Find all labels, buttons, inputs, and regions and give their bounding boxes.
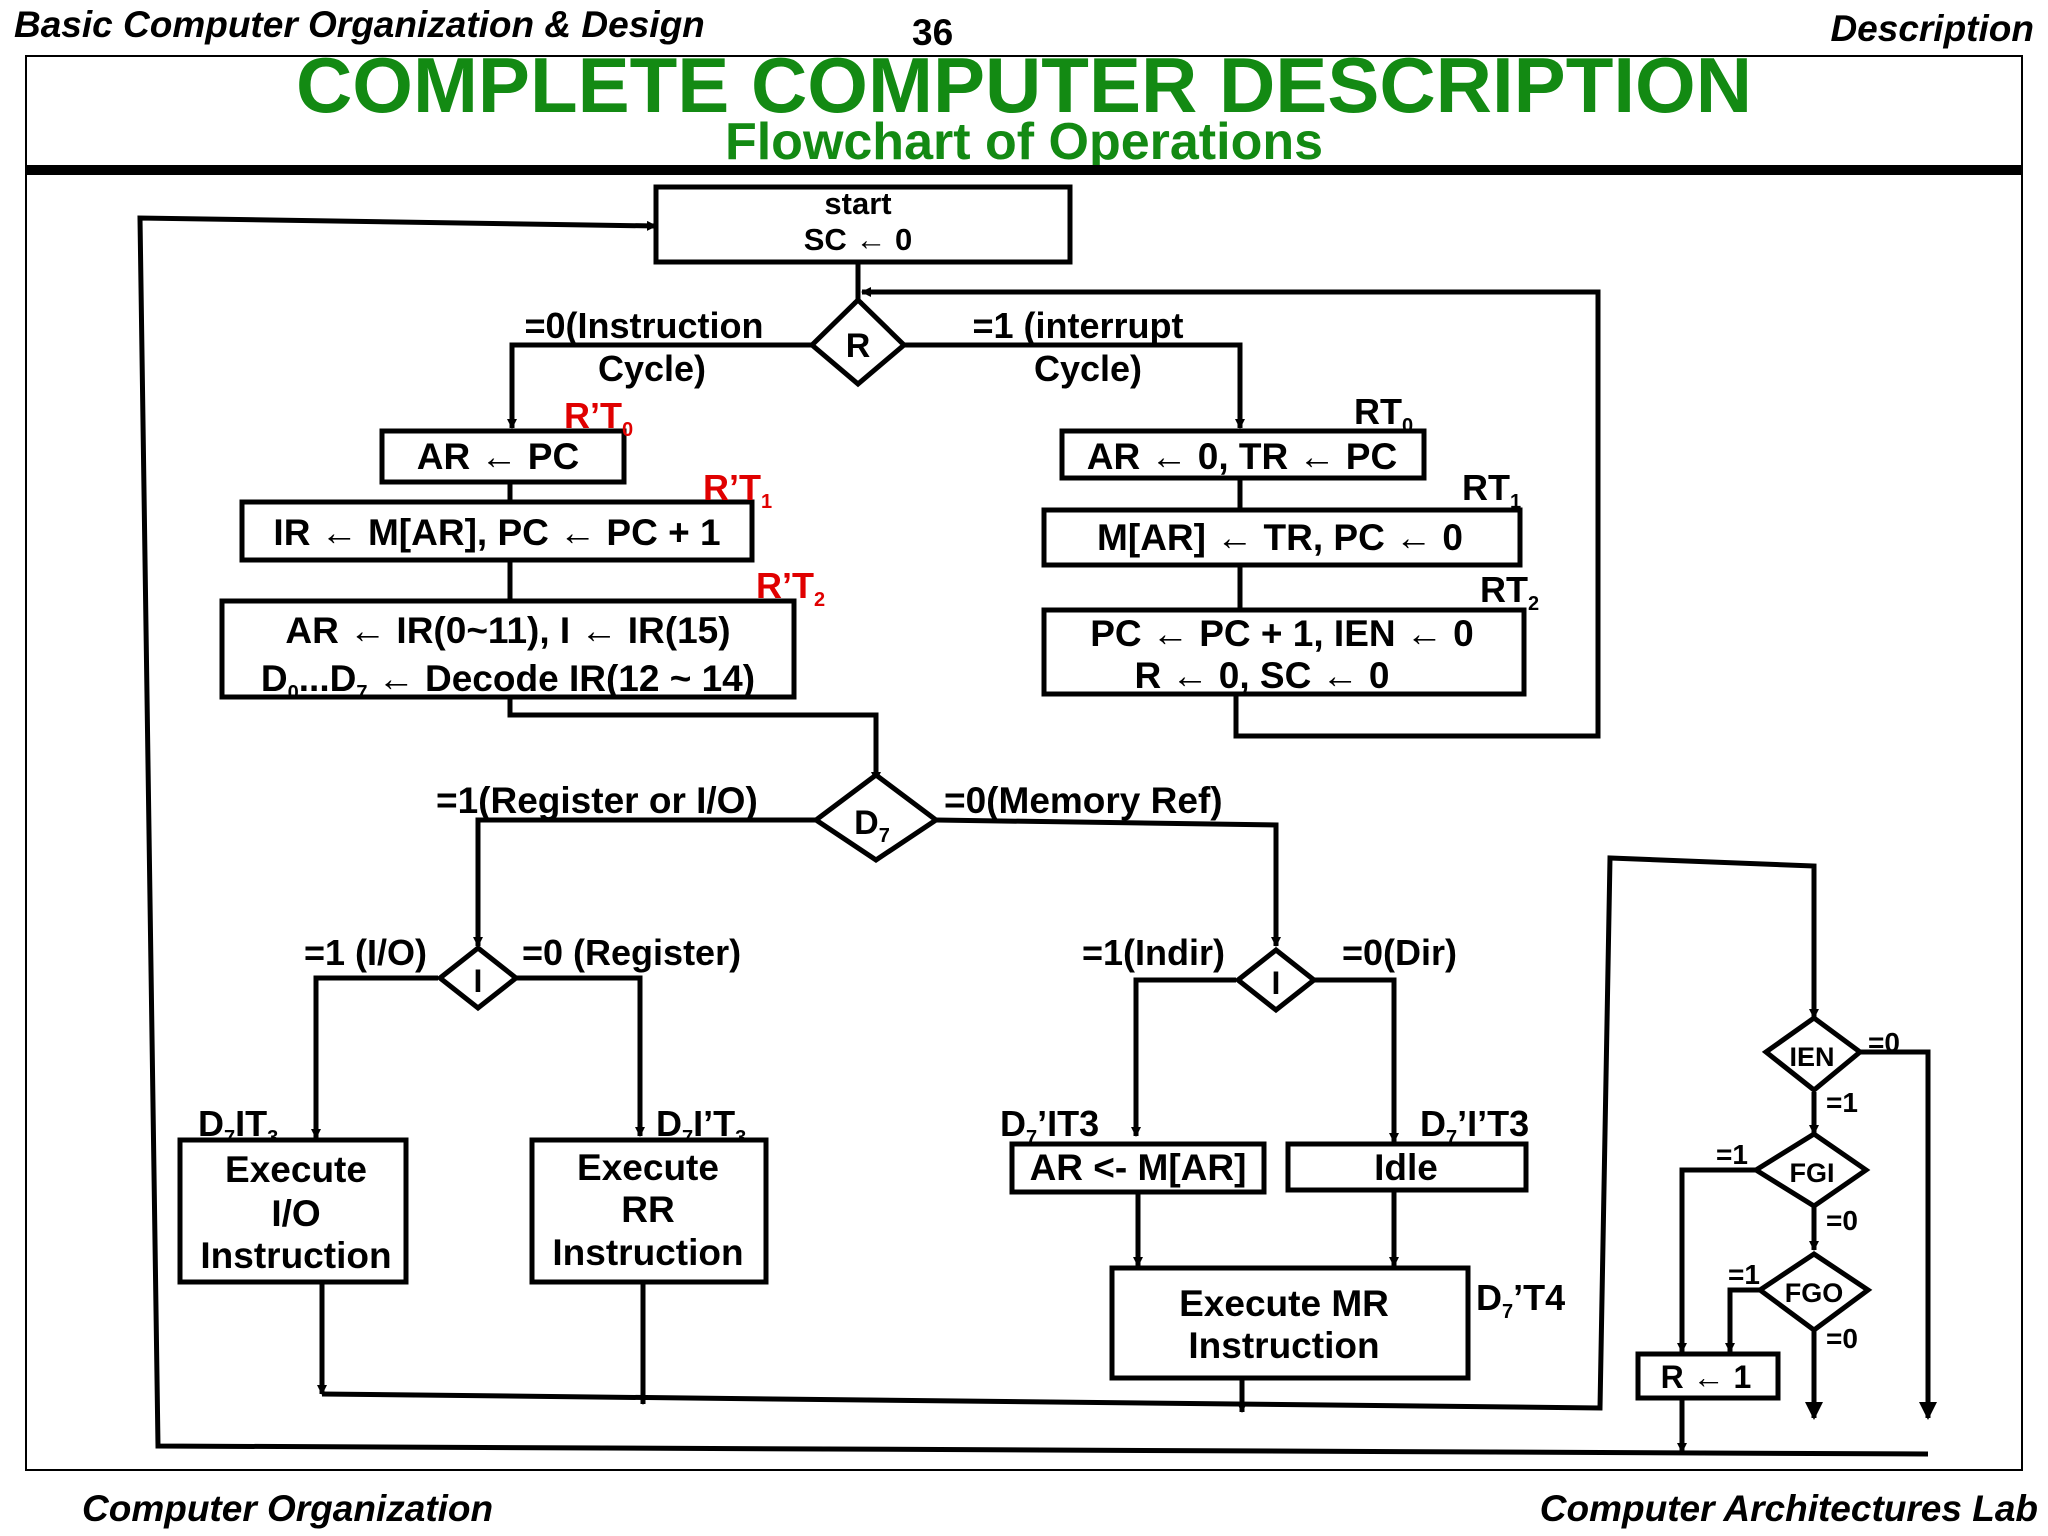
r-zero-label-line1: =0(Instruction [524,305,763,346]
interrupt-box-3: PC ← PC + 1, IEN ← 0 R ← 0, SC ← 0 [1041,607,1527,697]
header-section: Description [1830,8,2034,49]
start-line1: start [824,186,891,221]
fetch-box-2: IR ← M[AR], PC ← PC + 1 [239,499,755,563]
ien-one-label: =1 [1826,1087,1858,1118]
fgo-zero-label: =0 [1826,1323,1858,1354]
exec-rr-line3: Instruction [552,1232,743,1273]
fgo-label: FGO [1785,1278,1844,1308]
slide-subtitle: Flowchart of Operations [724,113,1324,171]
i-decision-memory-ref: I [1233,946,1319,1014]
d7-one-label: =1(Register or I/O) [436,780,758,821]
int3-line2: R ← 0, SC ← 0 [1135,655,1390,696]
fetch1-text: AR ← PC [417,436,579,477]
execute-io-box: Execute I/O Instruction [177,1137,409,1285]
interrupt-box-1: AR ← 0, TR ← PC [1059,428,1427,481]
fgi-decision: FGI [1751,1131,1871,1209]
i-right-label: I [1272,965,1281,1001]
idle-text: Idle [1374,1147,1438,1188]
indirect-timing-label: D7’IT3 [1000,1103,1099,1149]
flow-lines [137,215,1937,1457]
i-right-one-label: =1(Indir) [1082,932,1225,973]
i-left-label: I [474,963,483,999]
interrupt-box-2: M[AR] ← TR, PC ← 0 [1041,507,1523,568]
exec-io-line3: Instruction [200,1235,391,1276]
fgo-decision: FGO [1755,1250,1873,1334]
set-r-box: R ← 1 [1635,1351,1781,1401]
exec-io-line1: Execute [225,1149,367,1190]
r-set-text: R ← 1 [1661,1359,1752,1395]
r-zero-label-line2: Cycle) [598,348,706,389]
fgi-zero-label: =0 [1826,1205,1858,1236]
rr-timing-label: D7I’T3 [656,1103,746,1149]
rt0-condition-label: R’T0 [564,395,633,441]
r-one-label-line1: =1 (interrupt [972,305,1183,346]
d7-zero-label: =0(Memory Ref) [944,780,1223,821]
mr-timing-label: D7’T4 [1476,1277,1565,1323]
exec-io-line2: I/O [271,1193,320,1234]
exec-mr-line1: Execute MR [1179,1283,1389,1324]
int2-text: M[AR] ← TR, PC ← 0 [1097,517,1463,558]
exec-rr-line1: Execute [577,1147,719,1188]
rt2-condition-label: R’T2 [756,565,825,611]
fgo-one-label: =1 [1728,1259,1760,1290]
r-one-label-line2: Cycle) [1034,348,1142,389]
int-rt2-label: RT2 [1480,569,1539,615]
ien-decision: IEN [1761,1014,1865,1094]
fgi-label: FGI [1790,1158,1835,1188]
i-right-zero-label: =0(Dir) [1342,932,1457,973]
int-rt0-label: RT0 [1354,391,1413,437]
i-left-zero-label: =0 (Register) [522,932,741,973]
footer-left: Computer Organization [82,1488,494,1529]
execute-rr-box: Execute RR Instruction [529,1137,769,1285]
ien-zero-label: =0 [1868,1027,1900,1058]
int1-text: AR ← 0, TR ← PC [1087,436,1397,477]
d7-decision: D7 [811,771,941,864]
ien-label: IEN [1789,1042,1834,1072]
idle-box: Idle [1285,1141,1529,1193]
r-diamond-label: R [846,327,871,365]
i-decision-register-io: I [435,944,521,1012]
fetch3-line2: D0...D7 ← Decode IR(12 ~ 14) [261,658,755,704]
start-line2: SC ← 0 [804,222,913,257]
start-box: start SC ← 0 [653,184,1073,265]
header-course-title: Basic Computer Organization & Design [14,4,705,45]
slide-frame [25,55,2023,1471]
ar-mar-text: AR <- M[AR] [1030,1147,1247,1188]
fetch3-line1: AR ← IR(0~11), I ← IR(15) [285,610,730,651]
direct-timing-label: D7’I’T3 [1420,1103,1529,1149]
fgi-one-label: =1 [1716,1139,1748,1170]
d7-diamond-label: D7 [854,804,890,847]
fetch-box-1: AR ← PC [379,428,627,485]
exec-rr-line2: RR [621,1189,674,1230]
footer-right: Computer Architectures Lab [1539,1488,2038,1529]
execute-mr-box: Execute MR Instruction [1109,1265,1471,1381]
rt1-condition-label: R’T1 [703,467,772,513]
fetch-box-3: AR ← IR(0~11), I ← IR(15) D0...D7 ← Deco… [219,598,797,704]
i-left-one-label: =1 (I/O) [304,932,427,973]
r-decision: R [808,296,908,388]
exec-mr-line2: Instruction [1188,1325,1379,1366]
fetch2-text: IR ← M[AR], PC ← PC + 1 [273,512,720,553]
int3-line1: PC ← PC + 1, IEN ← 0 [1090,613,1473,654]
indirect-fetch-box: AR <- M[AR] [1009,1141,1267,1195]
header-page-number: 36 [912,12,954,53]
int-rt1-label: RT1 [1462,467,1521,513]
